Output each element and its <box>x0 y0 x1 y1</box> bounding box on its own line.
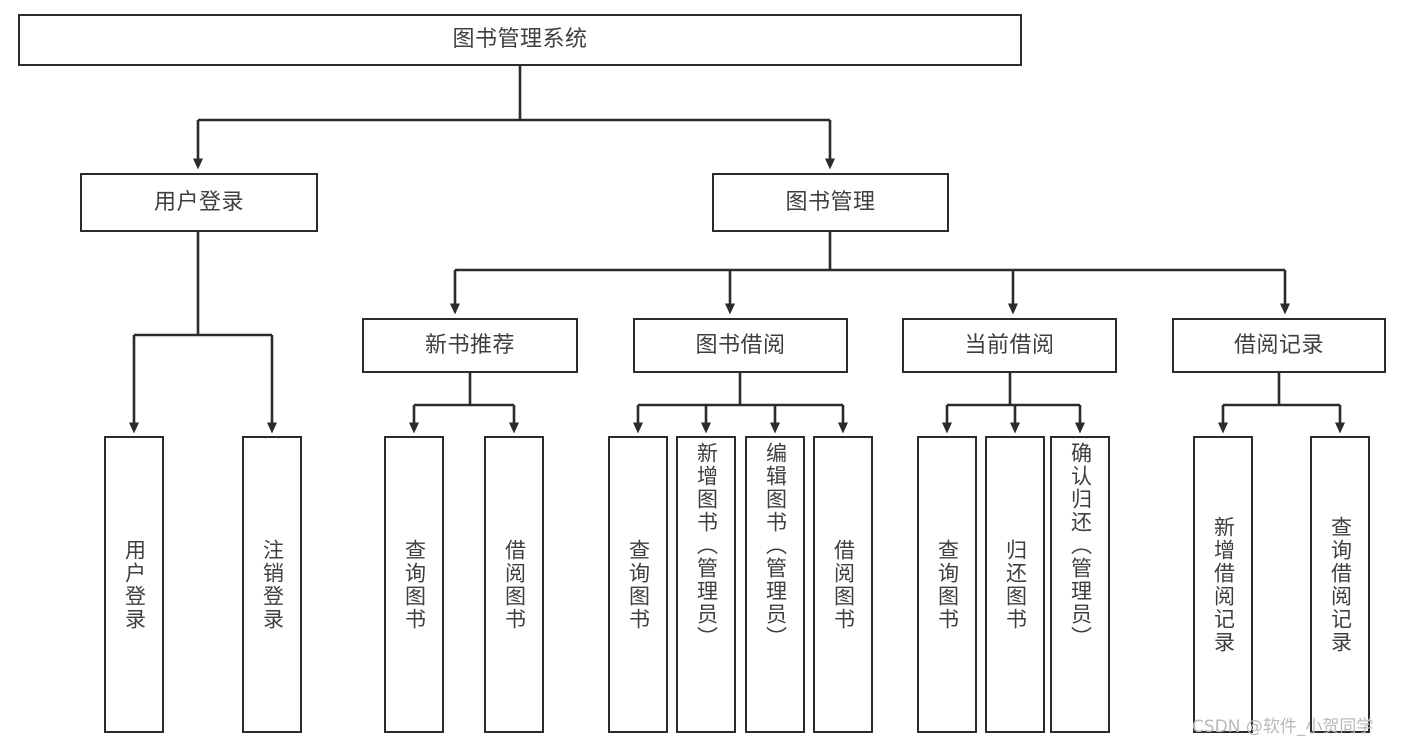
leaf-edit-book-label: 编辑图书（管理员） <box>763 442 788 649</box>
leaf-user-login-label: 用户登录 <box>122 538 147 631</box>
leaf-borrow-book-2-label: 借阅图书 <box>831 538 856 631</box>
csdn-watermark: CSDN @软件_小贺同学 <box>1192 717 1374 737</box>
node-book-borrow-label: 图书借阅 <box>695 332 786 358</box>
node-root-label: 图书管理系统 <box>452 27 588 53</box>
leaf-logout[interactable]: 注销登录 <box>242 436 302 733</box>
node-book-borrow[interactable]: 图书借阅 <box>633 318 848 373</box>
leaf-borrow-book-1[interactable]: 借阅图书 <box>484 436 544 733</box>
leaf-query-book-3-label: 查询图书 <box>935 538 960 631</box>
leaf-confirm-return-label: 确认归还（管理员） <box>1068 442 1093 649</box>
leaf-borrow-book-2[interactable]: 借阅图书 <box>813 436 873 733</box>
leaf-logout-label: 注销登录 <box>260 538 285 631</box>
leaf-add-book-label: 新增图书（管理员） <box>694 442 719 649</box>
leaf-query-book-2-label: 查询图书 <box>626 538 651 631</box>
leaf-user-login[interactable]: 用户登录 <box>104 436 164 733</box>
node-new-book-recommend-label: 新书推荐 <box>424 332 515 358</box>
node-root[interactable]: 图书管理系统 <box>18 14 1022 66</box>
node-borrow-record[interactable]: 借阅记录 <box>1172 318 1386 373</box>
leaf-query-book-1-label: 查询图书 <box>402 538 427 631</box>
leaf-query-book-1[interactable]: 查询图书 <box>384 436 444 733</box>
leaf-edit-book[interactable]: 编辑图书（管理员） <box>745 436 805 733</box>
node-user-login[interactable]: 用户登录 <box>80 173 318 232</box>
leaf-query-book-2[interactable]: 查询图书 <box>608 436 668 733</box>
node-current-borrow[interactable]: 当前借阅 <box>902 318 1117 373</box>
leaf-confirm-return[interactable]: 确认归还（管理员） <box>1050 436 1110 733</box>
leaf-add-book[interactable]: 新增图书（管理员） <box>676 436 736 733</box>
node-user-login-label: 用户登录 <box>153 189 244 215</box>
leaf-query-record[interactable]: 查询借阅记录 <box>1310 436 1370 733</box>
node-book-manage[interactable]: 图书管理 <box>712 173 949 232</box>
node-current-borrow-label: 当前借阅 <box>964 332 1055 358</box>
leaf-return-book[interactable]: 归还图书 <box>985 436 1045 733</box>
leaf-return-book-label: 归还图书 <box>1003 538 1028 631</box>
node-borrow-record-label: 借阅记录 <box>1233 332 1324 358</box>
leaf-borrow-book-1-label: 借阅图书 <box>502 538 527 631</box>
leaf-add-record[interactable]: 新增借阅记录 <box>1193 436 1253 733</box>
node-book-manage-label: 图书管理 <box>785 189 876 215</box>
leaf-add-record-label: 新增借阅记录 <box>1211 515 1236 654</box>
leaf-query-record-label: 查询借阅记录 <box>1328 515 1353 654</box>
leaf-query-book-3[interactable]: 查询图书 <box>917 436 977 733</box>
node-new-book-recommend[interactable]: 新书推荐 <box>362 318 578 373</box>
